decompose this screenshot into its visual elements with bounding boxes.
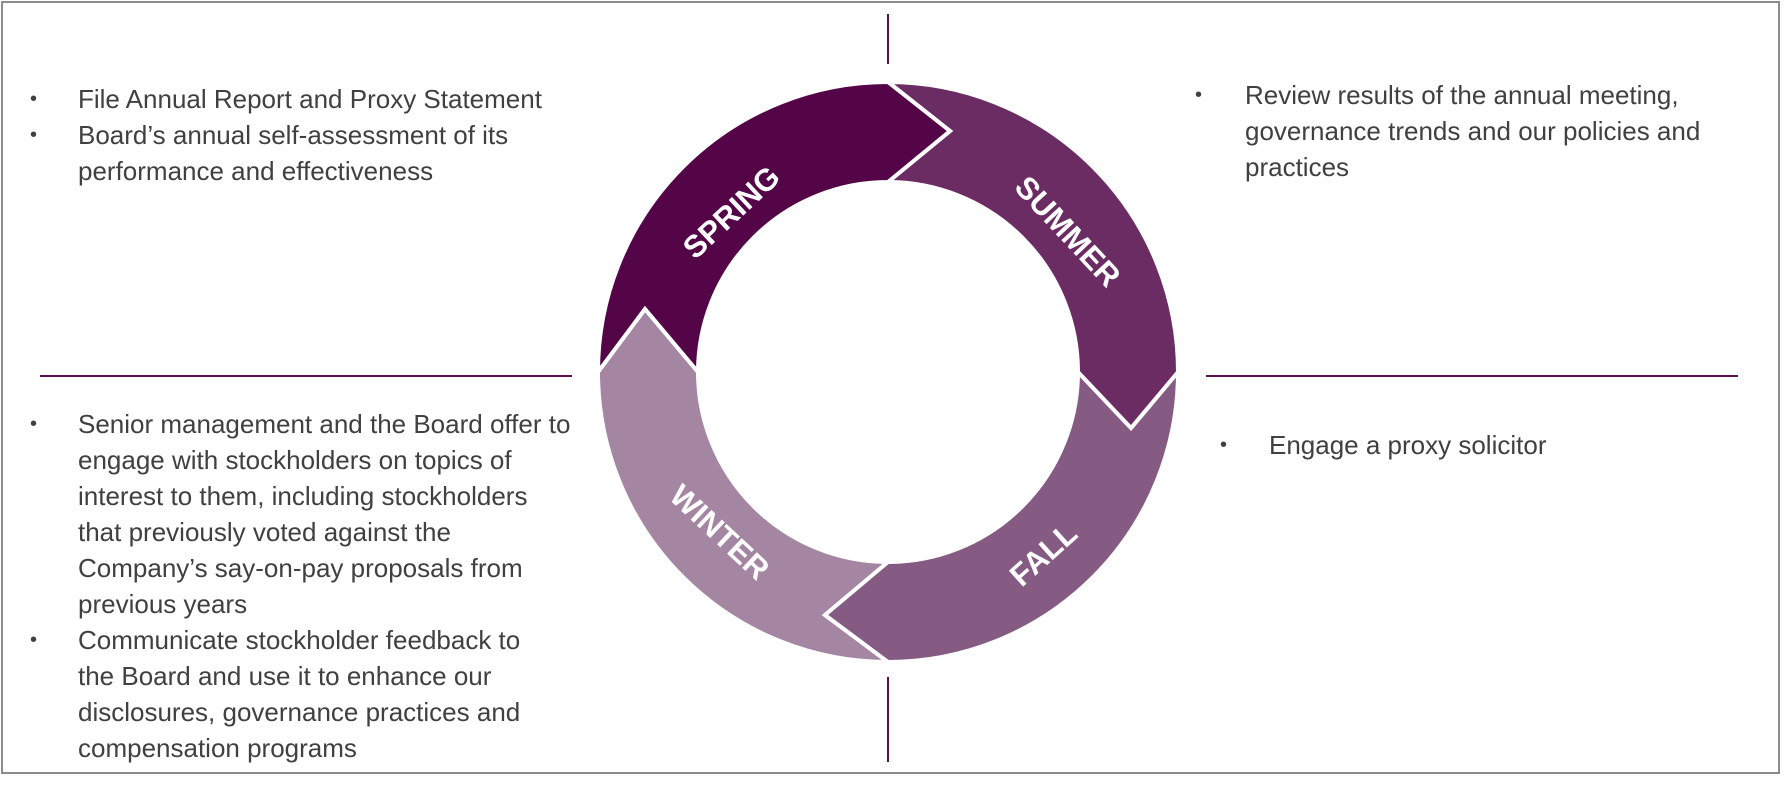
spring-segment bbox=[595, 79, 954, 379]
fall-item: Engage a proxy solicitor bbox=[1220, 427, 1720, 463]
winter-segment bbox=[595, 305, 895, 665]
spring-item: File Annual Report and Proxy Statement bbox=[30, 81, 690, 117]
fall-activities: Engage a proxy solicitor bbox=[1220, 427, 1720, 463]
winter-item: Senior management and the Board offer to… bbox=[30, 406, 578, 622]
winter-activities: Senior management and the Board offer to… bbox=[30, 406, 600, 766]
summer-activities: Review results of the annual meeting, go… bbox=[1195, 77, 1735, 185]
winter-item: Communicate stockholder feedback to the … bbox=[30, 622, 558, 766]
fall-segment bbox=[821, 366, 1181, 665]
spring-activities: File Annual Report and Proxy Statement B… bbox=[30, 81, 690, 189]
summer-segment bbox=[882, 79, 1181, 432]
diagram-frame bbox=[1, 1, 1780, 774]
summer-item: Review results of the annual meeting, go… bbox=[1195, 77, 1735, 185]
spring-item: Board’s annual self-assessment of its pe… bbox=[30, 117, 658, 189]
